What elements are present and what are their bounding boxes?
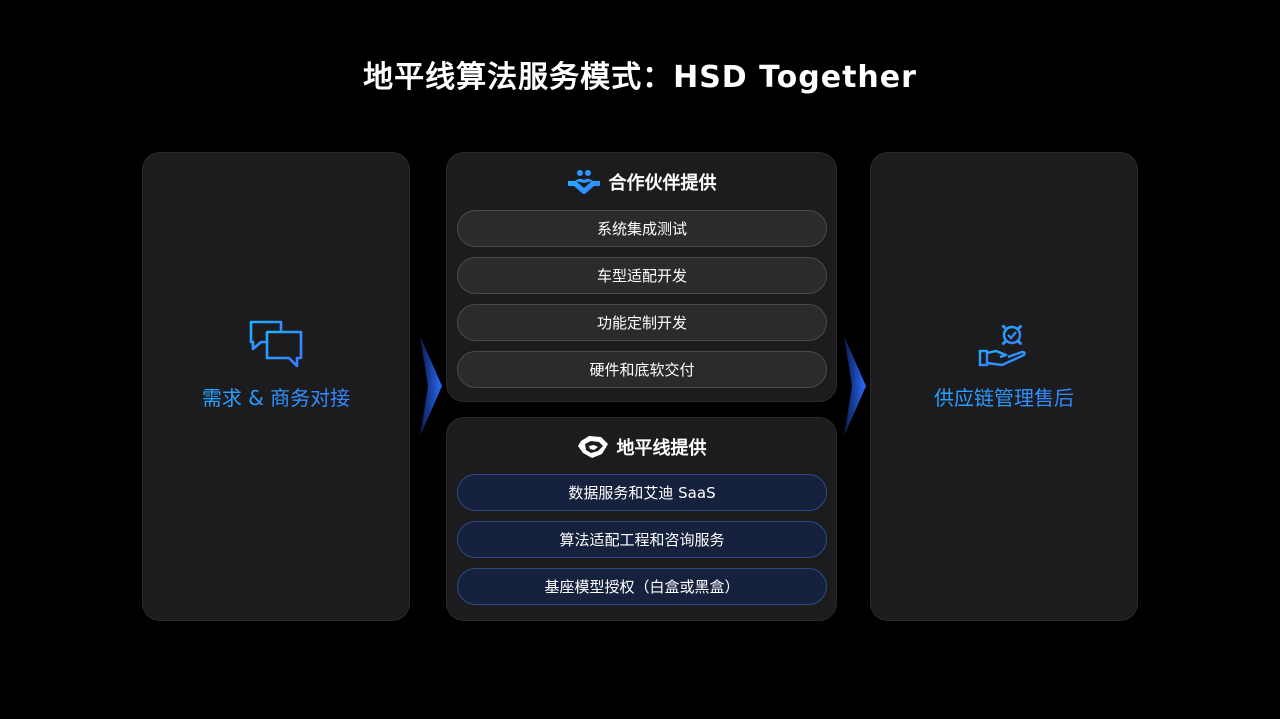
horizon-heading-text: 地平线提供 [616,438,707,459]
partner-item: 车型适配开发 [457,257,827,294]
supply-chain-label: 供应链管理售后 [871,382,1137,411]
supply-chain-card: 供应链管理售后 [870,152,1138,621]
demand-card: 需求 & 商务对接 [142,152,410,621]
chevron-right-icon [420,336,442,436]
horizon-item: 基座模型授权（白盒或黑盒） [457,568,827,605]
partner-item: 系统集成测试 [457,210,827,247]
partner-item: 功能定制开发 [457,304,827,341]
hand-gear-icon [978,321,1026,367]
chat-bubbles-icon [249,320,303,368]
horizon-heading: 地平线提供 [447,434,836,460]
partner-provides-card: 合作伙伴提供 系统集成测试 车型适配开发 功能定制开发 硬件和底软交付 [446,152,837,402]
partner-heading-text: 合作伙伴提供 [608,173,717,194]
horizon-item: 数据服务和艾迪 SaaS [457,474,827,511]
horizon-item: 算法适配工程和咨询服务 [457,521,827,558]
horizon-provides-card: 地平线提供 数据服务和艾迪 SaaS 算法适配工程和咨询服务 基座模型授权（白盒… [446,417,837,621]
horizon-logo-icon [577,436,608,458]
partner-heading: 合作伙伴提供 [447,169,836,195]
partner-item: 硬件和底软交付 [457,351,827,388]
demand-label: 需求 & 商务对接 [143,382,409,411]
page-title: 地平线算法服务模式：HSD Together [363,60,917,95]
handshake-icon [567,170,600,194]
chevron-right-icon [844,336,866,436]
